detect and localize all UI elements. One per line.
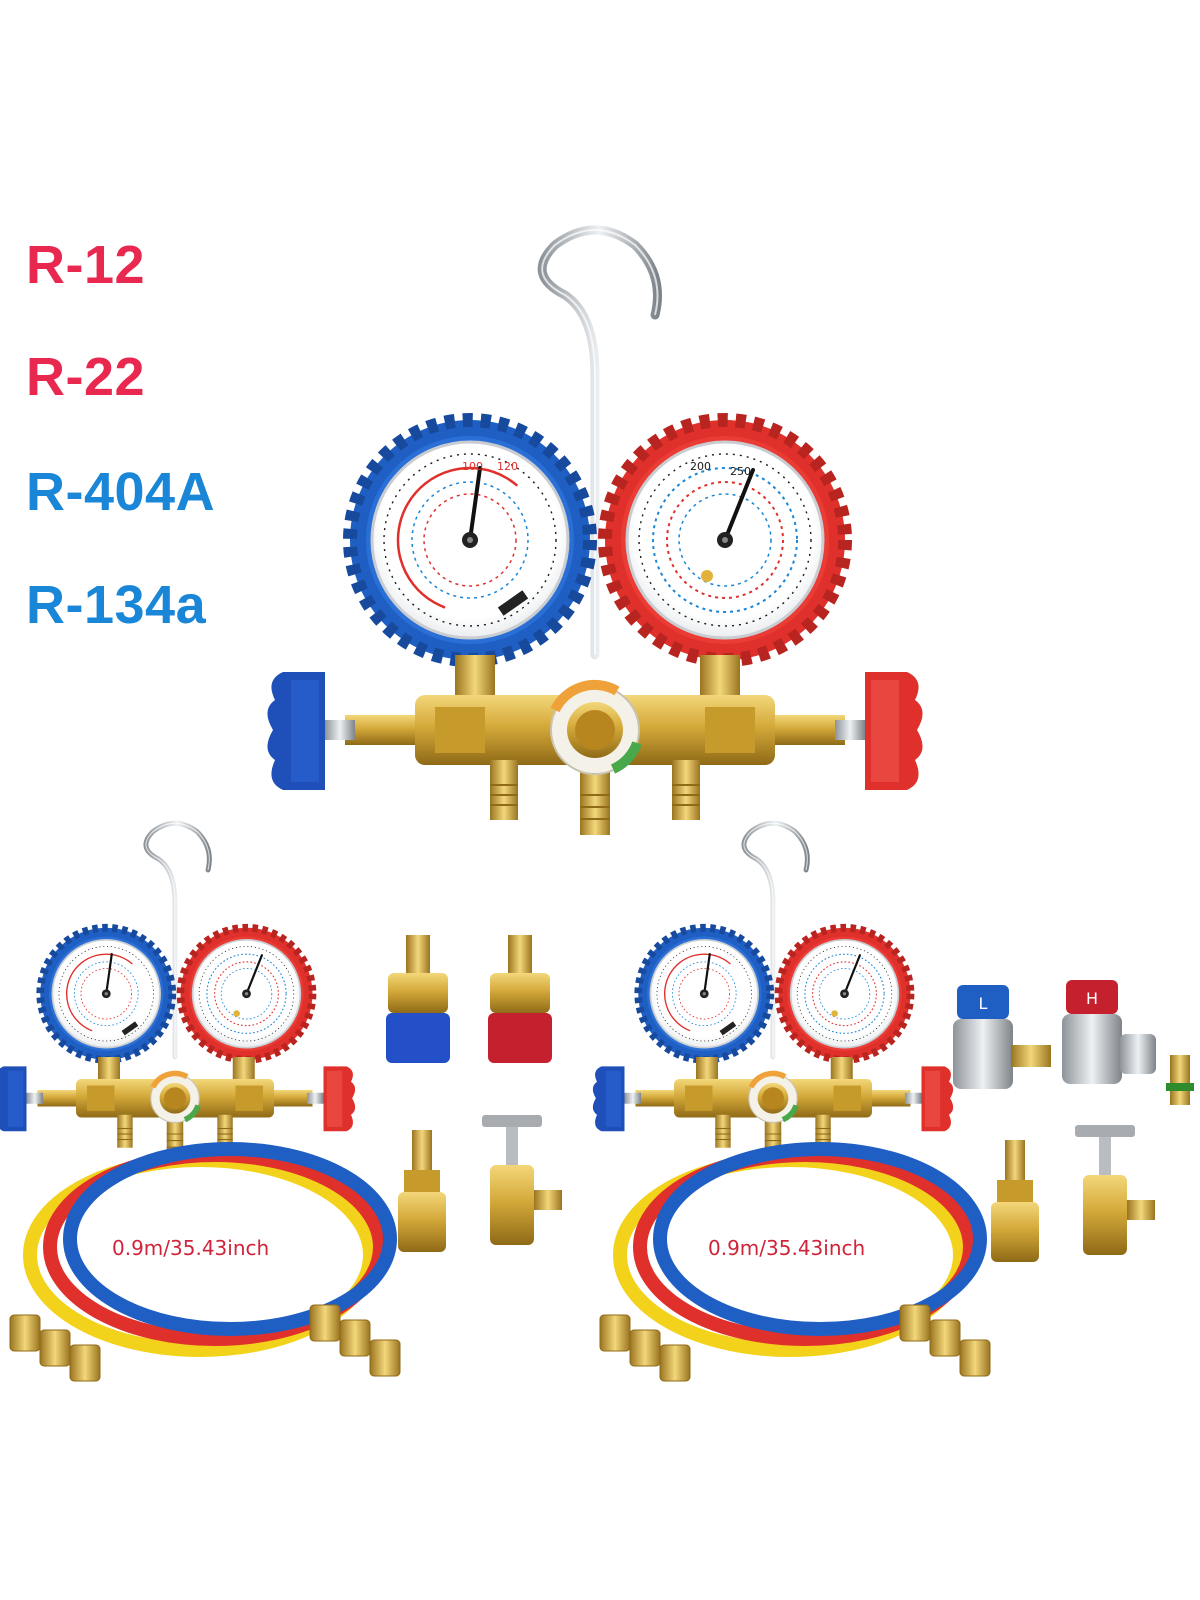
kit-left: 0.9m/35.43inch — [0, 823, 562, 1381]
coupler-blue — [386, 935, 450, 1063]
refrigerant-label-r22: R-22 — [26, 347, 146, 407]
adapter-fitting — [991, 1140, 1039, 1262]
low-gauge-mark: 120 — [497, 460, 518, 473]
main-manifold-gauge-set: 100 120 200 250 — [267, 230, 922, 835]
hose-set — [600, 1149, 990, 1381]
quick-coupler-high — [1062, 980, 1156, 1084]
refrigerant-label-r404a: R-404A — [26, 462, 216, 522]
refrigerant-label-r12: R-12 — [26, 235, 146, 295]
refrigerant-label-r134a: R-134a — [26, 575, 207, 635]
low-gauge-mark: 100 — [462, 460, 483, 473]
hose-set — [10, 1149, 400, 1381]
can-tap-valve — [1075, 1125, 1155, 1255]
adapter-fitting — [398, 1130, 446, 1252]
hose-length-label: 0.9m/35.43inch — [708, 1236, 865, 1260]
high-gauge-mark: 250 — [730, 465, 751, 478]
kit-right: 0.9m/35.43inch — [593, 823, 1194, 1381]
high-gauge-mark: 200 — [690, 460, 711, 473]
adapter-fitting — [1166, 1055, 1194, 1105]
quick-coupler-low — [953, 985, 1051, 1089]
can-tap-valve — [482, 1115, 562, 1245]
hose-length-label: 0.9m/35.43inch — [112, 1236, 269, 1260]
coupler-red — [488, 935, 552, 1063]
